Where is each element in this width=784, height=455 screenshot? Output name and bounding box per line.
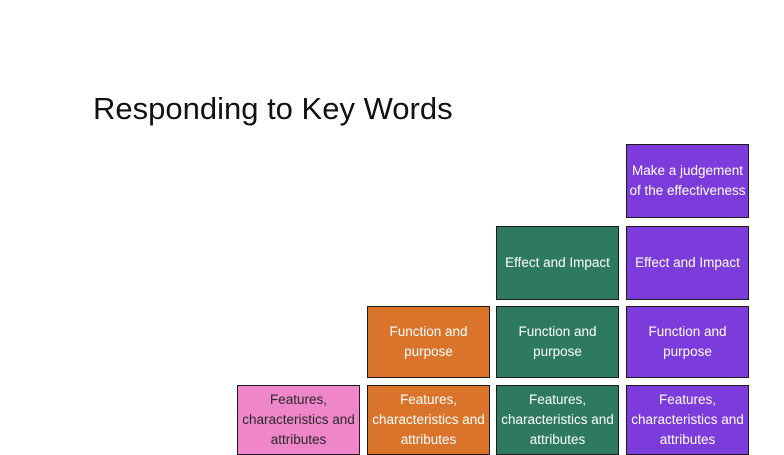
col3-function-label: Function and purpose — [518, 324, 597, 359]
col1-features-label: Features, characteristics and attributes — [242, 392, 355, 447]
col2-function-box: Function and purpose — [367, 306, 490, 378]
col4-function-label: Function and purpose — [648, 324, 727, 359]
col4-features-label: Features, characteristics and attributes — [631, 392, 744, 447]
col4-effect-label: Effect and Impact — [635, 255, 740, 270]
col3-effect-box: Effect and Impact — [496, 226, 619, 300]
col4-judgement-label: Make a judgement of the effectiveness — [629, 163, 746, 198]
col3-features-box: Features, characteristics and attributes — [496, 385, 619, 455]
slide-title: Responding to Key Words — [93, 91, 453, 126]
col4-judgement-box: Make a judgement of the effectiveness — [626, 144, 749, 218]
col2-function-label: Function and purpose — [389, 324, 468, 359]
col3-features-label: Features, characteristics and attributes — [501, 392, 614, 447]
col3-effect-label: Effect and Impact — [505, 255, 610, 270]
col3-function-box: Function and purpose — [496, 306, 619, 378]
col4-features-box: Features, characteristics and attributes — [626, 385, 749, 455]
col4-effect-box: Effect and Impact — [626, 226, 749, 300]
col2-features-label: Features, characteristics and attributes — [372, 392, 485, 447]
col2-features-box: Features, characteristics and attributes — [367, 385, 490, 455]
col4-function-box: Function and purpose — [626, 306, 749, 378]
col1-features-box: Features, characteristics and attributes — [237, 385, 360, 455]
